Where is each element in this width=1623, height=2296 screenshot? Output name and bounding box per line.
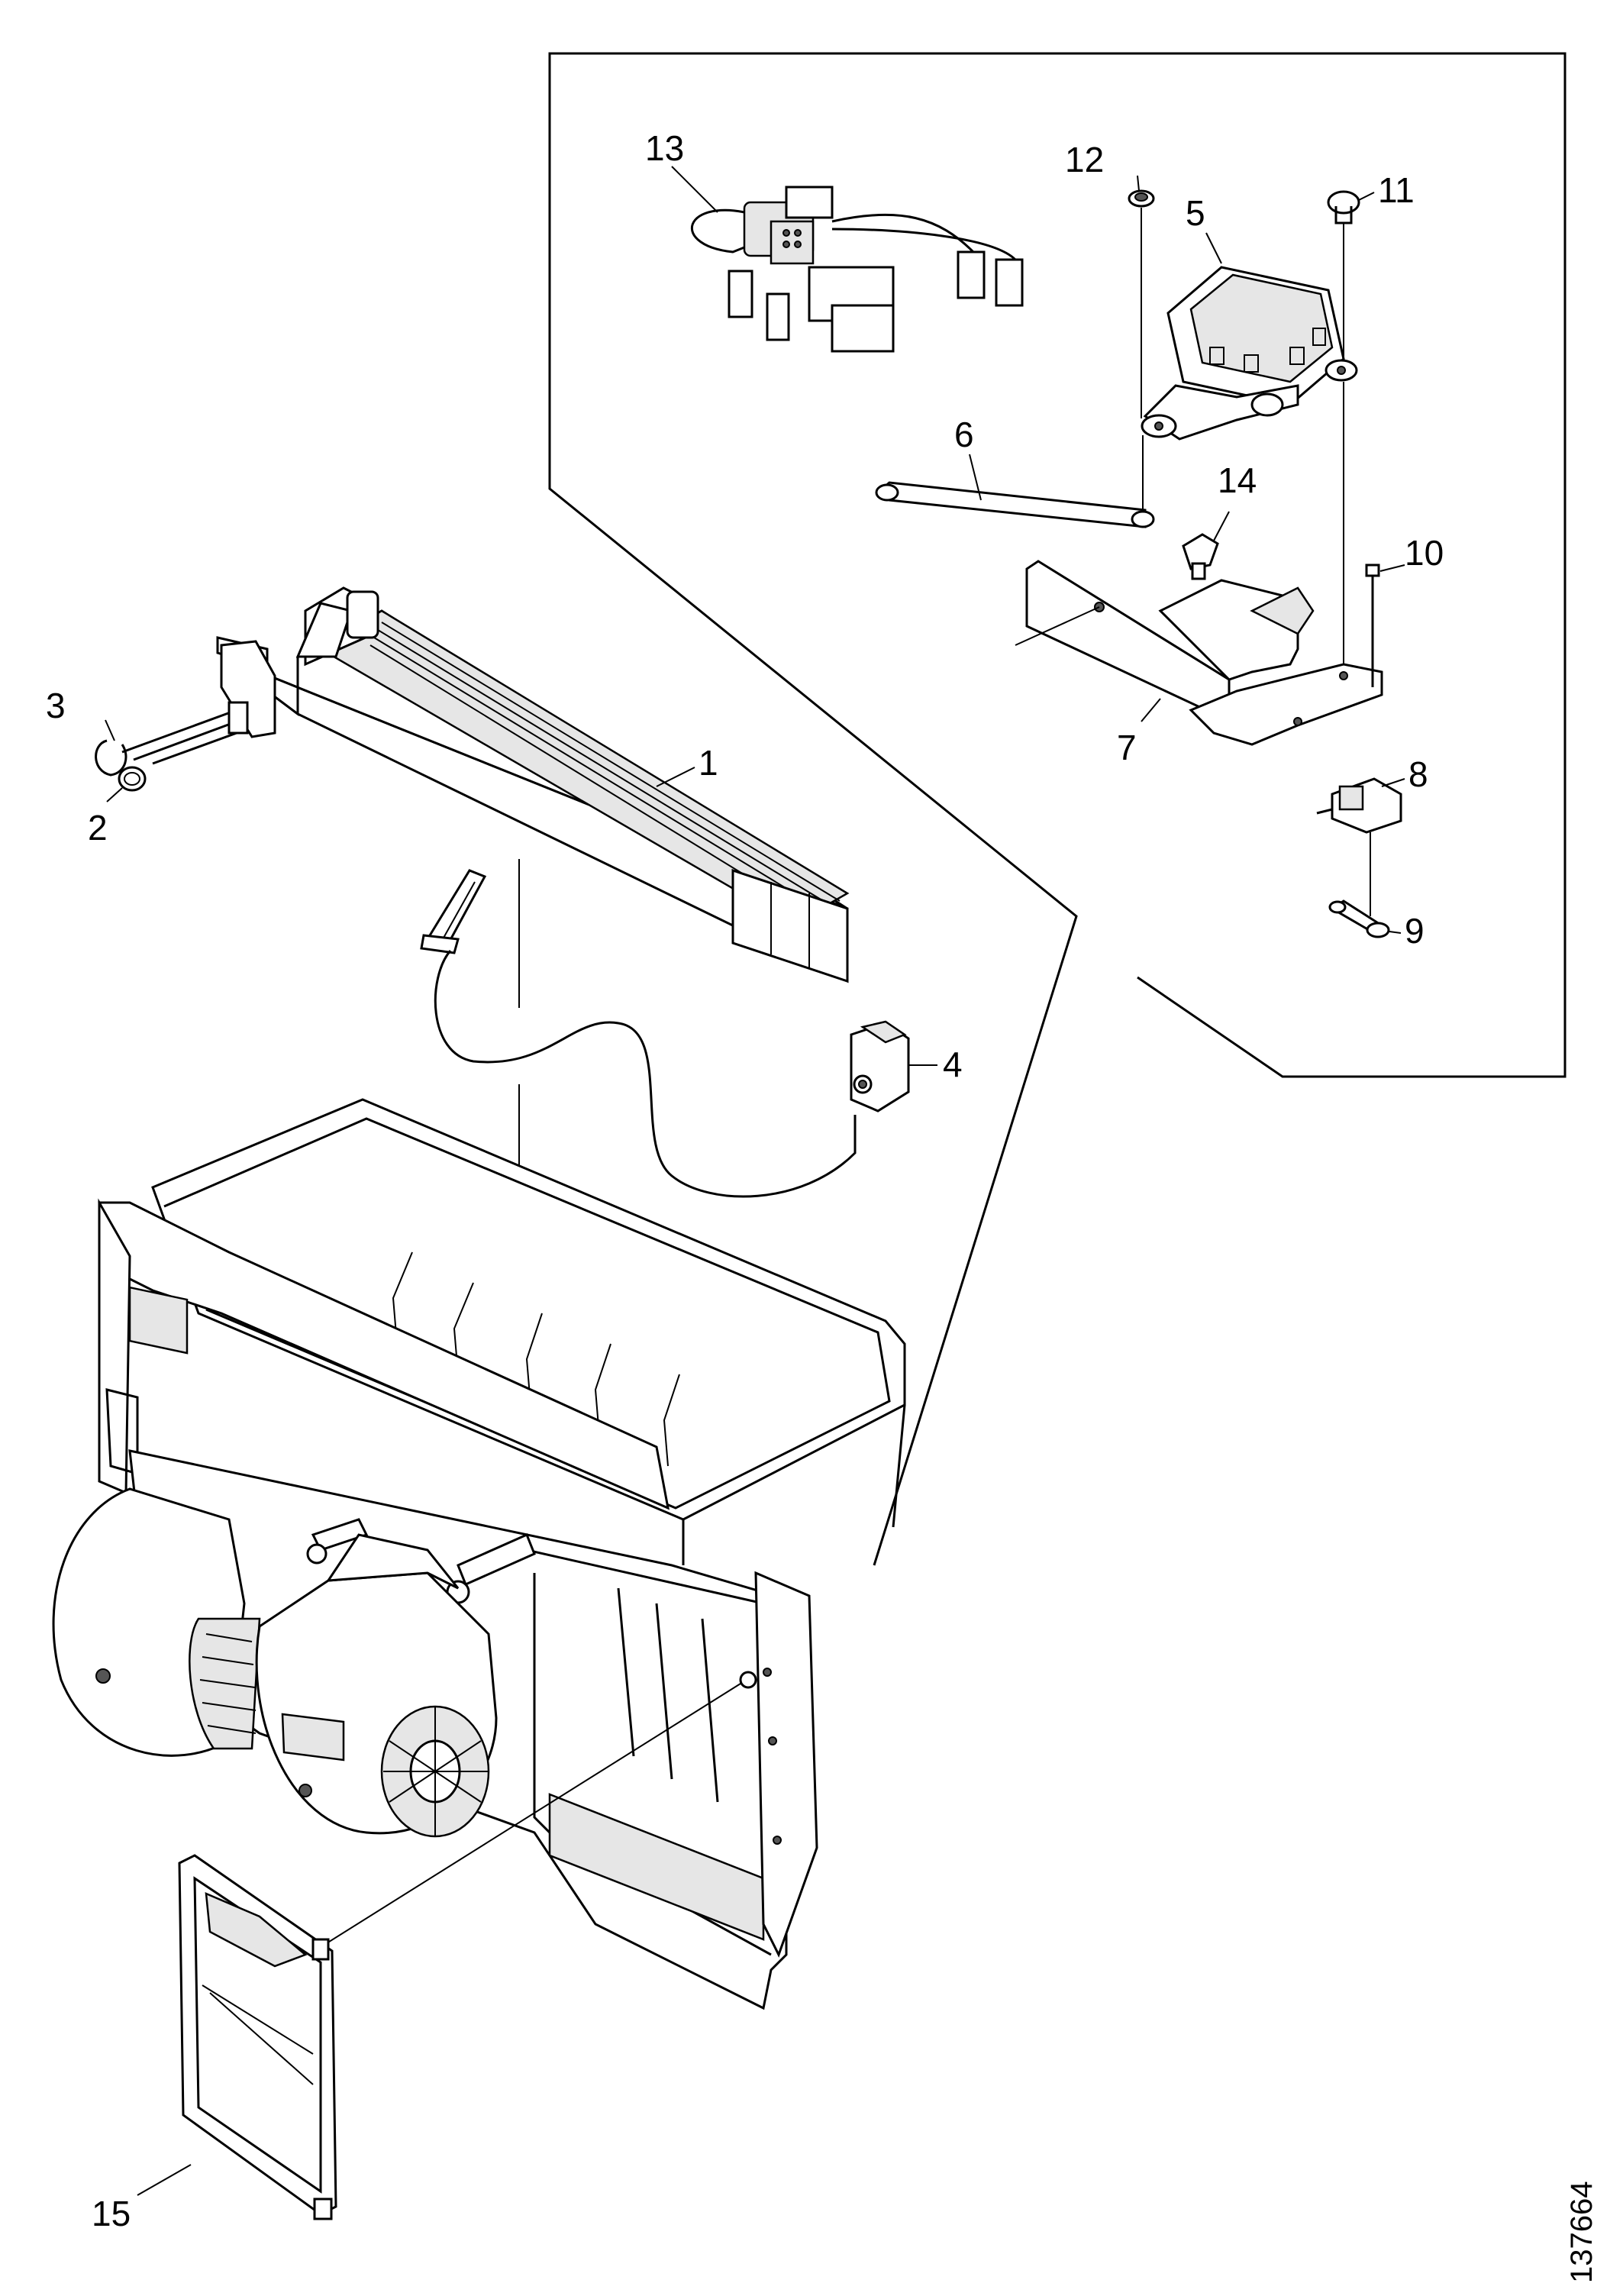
detail-inset-frame [548, 52, 1567, 1566]
label-part-6: 6 [954, 415, 974, 454]
temperature-sensor-probe [420, 869, 857, 1198]
document-number: 137664 [1565, 2181, 1599, 2283]
label-part-7: 7 [1117, 728, 1137, 767]
part-6-link-rod [875, 435, 1155, 528]
part-2-o-ring [118, 766, 147, 792]
part-1-heater-core [216, 586, 850, 983]
pipe-connectors [121, 701, 249, 765]
label-part-12: 12 [1065, 140, 1104, 179]
part-5-actuator [1141, 266, 1358, 441]
part-4-sensor-unit [850, 1020, 910, 1112]
part-10-bolt [1365, 564, 1380, 687]
label-part-2: 2 [88, 808, 108, 848]
part-9-lever [1328, 899, 1390, 938]
part-7-mounting-bracket [1015, 560, 1383, 746]
label-part-1: 1 [699, 743, 718, 783]
label-part-13: 13 [645, 128, 684, 168]
part-12-clip-nut [1128, 189, 1155, 418]
label-part-4: 4 [943, 1045, 963, 1084]
part-3-circlip [95, 739, 127, 777]
part-8-micro-switch [1316, 777, 1402, 916]
part-11-screw [1327, 190, 1360, 670]
leader-lines [105, 166, 1405, 2196]
label-part-9: 9 [1405, 911, 1425, 951]
part-14-push-clip [1182, 533, 1219, 580]
part-labels: 1 2 3 4 5 6 7 8 9 10 11 12 13 14 15 [46, 128, 1444, 2233]
filter-guide-line [320, 1671, 757, 1948]
label-part-14: 14 [1218, 460, 1257, 500]
part-15-cabin-filter [178, 1854, 337, 2220]
label-part-11: 11 [1378, 170, 1415, 210]
label-part-5: 5 [1186, 193, 1205, 233]
label-part-3: 3 [46, 686, 66, 725]
blower-fans [52, 1487, 498, 1838]
label-part-15: 15 [92, 2194, 131, 2233]
label-part-10: 10 [1405, 533, 1444, 573]
label-part-8: 8 [1408, 754, 1428, 794]
part-13-wiring-harness [690, 186, 1024, 353]
